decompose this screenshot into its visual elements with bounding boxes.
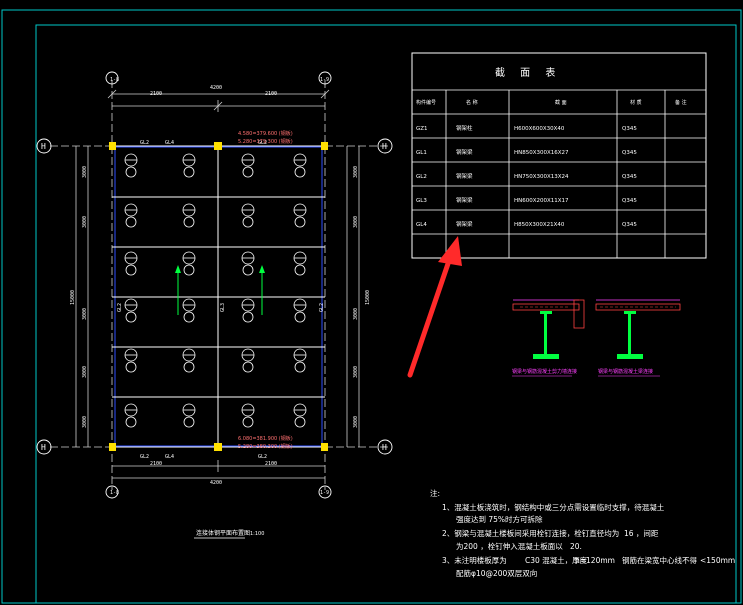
note-line-12: 配筋φ10@200双层双向 xyxy=(456,568,537,578)
svg-text:3000: 3000 xyxy=(353,416,359,428)
svg-text:15000: 15000 xyxy=(365,290,371,305)
note-line-11: <150mm xyxy=(700,556,735,565)
bottom-elevation-2: 5.280=380.300 (钢板) xyxy=(238,443,293,450)
notes-title: 注: xyxy=(430,488,440,498)
svg-text:3000: 3000 xyxy=(82,308,88,320)
svg-text:GL3: GL3 xyxy=(220,303,226,312)
notes-block: 注: 1、混凝土板浇筑时，钢结构中或三分点需设置临时支撑，待混凝土 强度达到 7… xyxy=(430,488,735,578)
th-material: 材 质 xyxy=(630,99,642,106)
svg-text:GL2: GL2 xyxy=(140,454,149,460)
svg-text:GL2: GL2 xyxy=(258,140,267,146)
note-line-4: 16 ，间距 xyxy=(624,529,659,538)
svg-text:4200: 4200 xyxy=(210,85,222,91)
svg-text:3000: 3000 xyxy=(353,166,359,178)
axis-left-top: H xyxy=(41,142,46,151)
red-pointer-arrow xyxy=(407,236,462,378)
plan-caption-scale: 1:100 xyxy=(250,531,264,537)
table-cell-material: Q345 xyxy=(622,174,637,180)
svg-text:3000: 3000 xyxy=(82,216,88,228)
svg-text:3000: 3000 xyxy=(353,216,359,228)
section-table[interactable] xyxy=(411,52,707,259)
table-cell-material: Q345 xyxy=(622,126,637,132)
top-elevation-1: 4.580=379.600 (钢板) xyxy=(238,130,293,137)
svg-text:GL4: GL4 xyxy=(165,140,174,146)
axis-top-right: 1-9 xyxy=(320,77,329,83)
note-line-1: 1、混凝土板浇筑时，钢结构中或三分点需设置临时支撑，待混凝土 xyxy=(442,502,665,512)
table-cell-name: 钢架梁 xyxy=(456,172,473,180)
svg-text:3000: 3000 xyxy=(82,416,88,428)
svg-text:3000: 3000 xyxy=(82,366,88,378)
svg-text:3000: 3000 xyxy=(353,366,359,378)
axis-right-bottom: H xyxy=(382,443,387,452)
table-cell-name: 钢架梁 xyxy=(456,196,473,204)
table-cell-section: H850X300X21X40 xyxy=(514,222,565,228)
axis-right-top: H xyxy=(382,142,387,151)
table-cell-id: GL3 xyxy=(416,198,427,204)
table-title: 截 面 表 xyxy=(495,66,561,79)
note-line-8: C30 混凝土，厚度 xyxy=(525,555,588,565)
svg-text:2100: 2100 xyxy=(265,91,277,97)
bottom-elevation-1: 6.080=381.900 (钢板) xyxy=(238,435,293,442)
table-cell-id: GL2 xyxy=(416,174,427,180)
plan-caption: 连接体钢平面布置图 xyxy=(196,529,250,537)
table-cell-material: Q345 xyxy=(622,198,637,204)
th-section: 截 面 xyxy=(555,99,567,106)
table-cell-material: Q345 xyxy=(622,150,637,156)
table-cell-name: 钢架梁 xyxy=(456,220,473,228)
svg-text:3000: 3000 xyxy=(82,166,88,178)
table-cell-id: GL1 xyxy=(416,150,427,156)
inner-frame xyxy=(35,24,737,604)
svg-text:GL2: GL2 xyxy=(319,303,325,312)
top-elevation-2: 5.280=379.300 (钢板) xyxy=(238,138,293,145)
detail-right-caption: 钢梁与钢筋混凝土梁连接 xyxy=(598,368,653,375)
axis-left-bottom: H xyxy=(41,443,46,452)
svg-text:2100: 2100 xyxy=(150,91,162,97)
note-line-2: 强度达到 75%时方可拆除 xyxy=(456,514,543,524)
svg-text:3000: 3000 xyxy=(353,308,359,320)
table-cell-id: GL4 xyxy=(416,222,427,228)
table-cell-id: GZ1 xyxy=(416,126,428,132)
note-line-3: 2、钢梁与混凝土楼板间采用栓钉连接，栓钉直径均为 xyxy=(442,528,619,538)
svg-text:2100: 2100 xyxy=(150,461,162,467)
table-cell-name: 钢架柱 xyxy=(456,124,473,132)
svg-text:4200: 4200 xyxy=(210,480,222,486)
axis-bottom-left: 1-8 xyxy=(110,490,119,496)
note-line-9: h=120mm xyxy=(575,556,615,565)
note-line-7: 3、未注明楼板厚为 xyxy=(442,555,507,565)
detail-left-caption: 钢梁与钢筋混凝土剪力墙连接 xyxy=(512,368,577,375)
detail-right[interactable] xyxy=(595,299,681,359)
table-cell-section: HN850X300X16X27 xyxy=(514,150,569,156)
th-id: 构件编号 xyxy=(416,99,436,106)
axis-top-left: 1-8 xyxy=(110,77,119,83)
svg-text:2100: 2100 xyxy=(265,461,277,467)
outer-frame xyxy=(1,9,742,604)
svg-text:15000: 15000 xyxy=(70,290,76,305)
th-name: 名 称 xyxy=(466,99,478,106)
table-cell-section: HN750X300X13X24 xyxy=(514,174,569,180)
note-line-6: 20. xyxy=(570,542,582,551)
detail-left[interactable] xyxy=(512,299,585,359)
axis-bottom-right: 1-9 xyxy=(320,490,329,496)
table-cell-section: H600X600X30X40 xyxy=(514,126,565,132)
table-cell-name: 钢架梁 xyxy=(456,148,473,156)
table-cell-section: HN600X200X11X17 xyxy=(514,198,569,204)
th-note: 备 注 xyxy=(675,99,687,106)
svg-text:GL2: GL2 xyxy=(140,140,149,146)
note-line-10: 钢筋在梁宽中心线不得 xyxy=(622,555,697,565)
note-line-5: 为200 ，栓钉伸入混凝土板面以 xyxy=(456,541,563,551)
svg-text:GL2: GL2 xyxy=(258,454,267,460)
svg-text:GL4: GL4 xyxy=(165,454,174,460)
table-cell-material: Q345 xyxy=(622,222,637,228)
svg-text:GL2: GL2 xyxy=(117,303,123,312)
